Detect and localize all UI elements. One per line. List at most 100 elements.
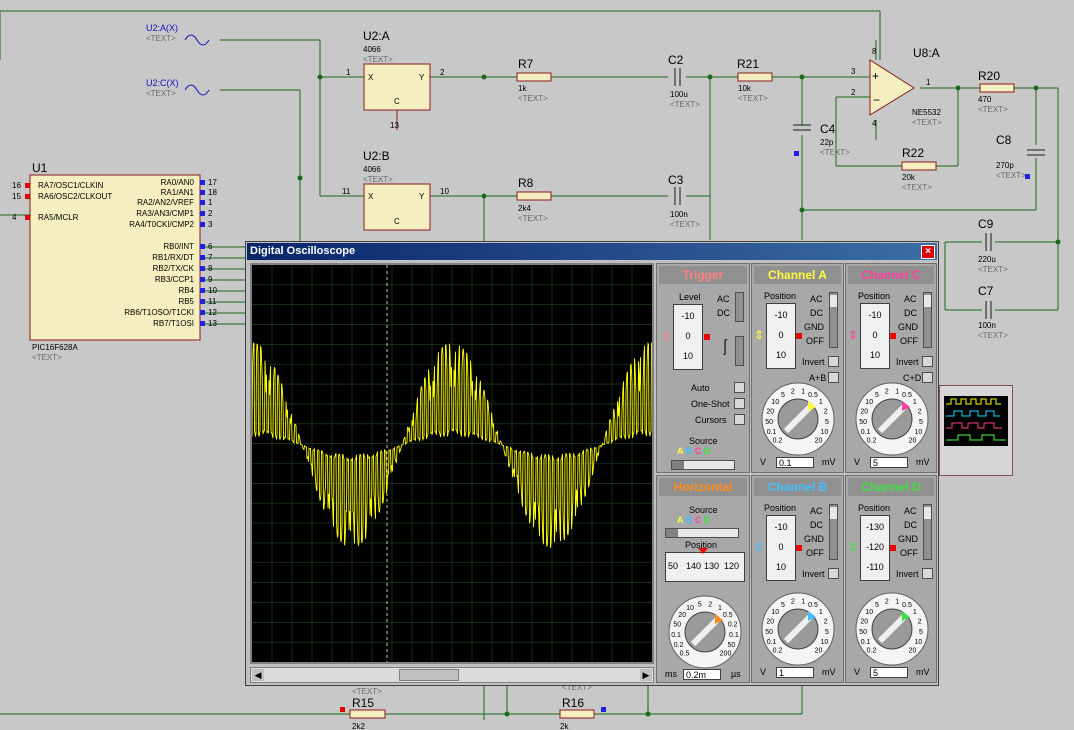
u8a-pin-num: 8 [872,47,877,56]
u8a-opamp[interactable]: + − U8:A NE5532 <TEXT> 3 2 1 8 4 [851,46,942,128]
trigger-auto-label: Auto [691,383,710,393]
horizontal-source-slider[interactable] [665,528,739,538]
scroll-thumb[interactable] [399,669,459,681]
channel-a-position-slider[interactable]: -10 0 10 [766,303,796,369]
channel-d-position-arrow-icon[interactable]: ⇕ [848,540,859,554]
r8-resistor[interactable]: R8 2k4 <TEXT> [516,176,552,223]
channel-c-invert-button[interactable] [922,356,933,367]
channel-scale-label: 0 [872,330,878,340]
r20-resistor[interactable]: R20 470 <TEXT> [978,69,1015,114]
knob-scale-label: 0.2 [674,642,684,649]
channel-b-position-arrow-icon[interactable]: ⇕ [754,540,765,554]
trigger-oneshot-button[interactable] [734,398,745,409]
trigger-cursors-button[interactable] [734,414,745,425]
channel-d-position-slider[interactable]: -130 -120 -110 [860,515,890,581]
trigger-level-arrow-icon[interactable]: ⇕ [661,330,672,344]
channel-a-combo-button[interactable] [828,372,839,383]
channel-d-invert-button[interactable] [922,568,933,579]
knob-scale-label: 5 [781,602,785,609]
c4-text: <TEXT> [820,148,850,157]
trigger-edge-icon: ⎰ [717,340,734,357]
generator-c[interactable]: U2:C(X) <TEXT> [146,78,210,98]
c2-label: C2 [668,53,684,67]
channel-scale-label: 0 [778,542,784,552]
horizontal-position-dial[interactable]: 50 140 130 120 [665,552,745,582]
channel-d-coupling-switch[interactable] [923,504,932,560]
channel-c-position-slider[interactable]: -10 0 10 [860,303,890,369]
pin-marker [200,200,205,205]
trigger-edge-switch[interactable] [735,336,744,366]
r15-resistor[interactable]: <TEXT> R15 2k2 [340,687,386,730]
c2-capacitor[interactable]: C2 100u <TEXT> [668,53,700,109]
u2a-text: <TEXT> [363,55,393,64]
knob-scale-label: 0.5 [902,392,912,399]
knob-indicator [902,401,910,411]
u2a-pin-num: 2 [440,68,445,77]
c4-capacitor[interactable]: C4 22p <TEXT> [793,122,850,157]
trigger-source-slider[interactable] [671,460,735,470]
horizontal-scrollbar[interactable]: ◀ ▶ [250,667,654,683]
channel-a-coupling-switch[interactable] [829,292,838,348]
knob-scale-label: 50 [765,629,773,636]
trigger-auto-button[interactable] [734,382,745,393]
channel-a-position-arrow-icon[interactable]: ⇕ [754,328,765,342]
close-icon[interactable]: × [921,245,935,259]
trigger-level-slider[interactable]: -10 0 10 [673,304,703,370]
c9-capacitor[interactable]: C9 220u <TEXT> [978,217,1008,274]
timebase-value-field[interactable]: 0.2m [683,669,721,680]
oscilloscope-window[interactable]: Digital Oscilloscope × ◀ ▶ Trigger Level… [245,241,939,686]
c8-capacitor[interactable]: C8 270p <TEXT> [996,133,1045,180]
channel-c-value-field[interactable]: 5 [870,457,908,468]
trigger-level-marker [704,334,710,340]
channel-a-invert-button[interactable] [828,356,839,367]
pin-number: 11 [208,297,217,306]
r15-value: 2k2 [352,722,365,730]
channel-b-invert-button[interactable] [828,568,839,579]
channel-d-value-field[interactable]: 5 [870,667,908,678]
channel-a-value-field[interactable]: 0.1 [776,457,814,468]
c3-capacitor[interactable]: C3 100n <TEXT> [668,173,700,229]
generator-a[interactable]: U2:A(X) <TEXT> [146,23,210,46]
knob-scale-label: 20 [815,648,823,655]
r21-label: R21 [737,57,759,71]
knob-scale-label: 20 [909,438,917,445]
pin-number: 1 [208,198,213,207]
u2b-switch[interactable]: U2:B 4066 <TEXT> X Y C 11 10 [342,149,449,231]
knob-indicator [715,614,723,624]
c7-capacitor[interactable]: C7 100n <TEXT> [978,284,1008,340]
channel-c-mode-dc: DC [904,308,917,318]
oscilloscope-display[interactable] [250,263,654,664]
channel-c-coupling-switch[interactable] [923,292,932,348]
pin-marker [200,299,205,304]
knob-scale-label: 20 [909,648,917,655]
channel-b-position-slider[interactable]: -10 0 10 [766,515,796,581]
channel-c-position-arrow-icon[interactable]: ⇕ [848,328,859,342]
channel-b-coupling-switch[interactable] [829,504,838,560]
channel-a-mode-off: OFF [806,336,824,346]
r16-resistor[interactable]: <TEXT> R16 2k [559,683,606,730]
knob-scale-label: 50 [859,629,867,636]
r7-resistor[interactable]: R7 1k <TEXT> [516,57,552,103]
scroll-right-icon[interactable]: ▶ [640,669,652,681]
knob-scale-label: 5 [875,392,879,399]
r21-resistor[interactable]: R21 10k <TEXT> [737,57,773,103]
u2b-part: 4066 [363,165,381,174]
channel-c-combo-button[interactable] [922,372,933,383]
r22-resistor[interactable]: R22 20k <TEXT> [901,146,937,192]
channel-a-unit-left: V [760,457,767,467]
logic-analyzer-instrument[interactable] [939,385,1013,476]
knob-scale-label: 2 [918,618,922,625]
channel-b-value-field[interactable]: 1 [776,667,814,678]
u2a-switch[interactable]: U2:A 4066 <TEXT> X Y C 1 2 13 [346,29,445,130]
scroll-left-icon[interactable]: ◀ [252,669,264,681]
trigger-coupling-switch[interactable] [735,292,744,322]
oscilloscope-titlebar[interactable]: Digital Oscilloscope × [247,243,937,260]
trigger-title: Trigger [659,266,747,284]
